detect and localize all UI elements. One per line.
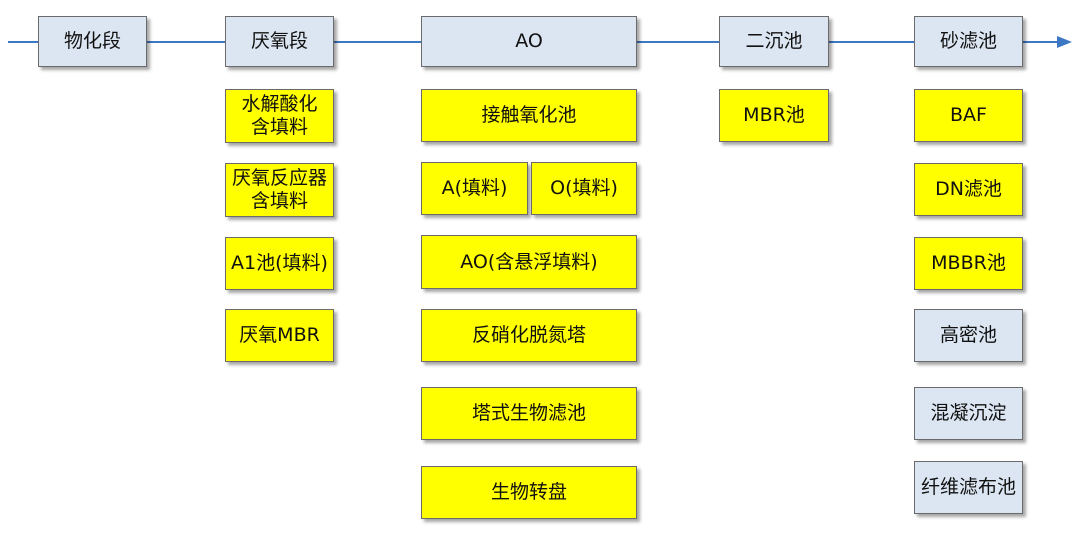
stage-secondary-clarifier: 二沉池 bbox=[719, 16, 829, 67]
option-coagulation-sedimentation: 混凝沉淀 bbox=[914, 387, 1023, 440]
option-tower-biofilter: 塔式生物滤池 bbox=[421, 387, 637, 440]
option-anaerobic-reactor: 厌氧反应器 含填料 bbox=[225, 163, 334, 217]
option-a-fill: A(填料) bbox=[421, 162, 528, 215]
option-a1-tank: A1池(填料) bbox=[225, 237, 334, 290]
option-fiber-cloth-filter: 纤维滤布池 bbox=[914, 461, 1023, 514]
option-anaerobic-mbr: 厌氧MBR bbox=[225, 309, 334, 362]
arrow-head-icon bbox=[1057, 36, 1072, 48]
option-dn-filter: DN滤池 bbox=[914, 163, 1023, 216]
option-denitrification-tower: 反硝化脱氮塔 bbox=[421, 309, 637, 362]
option-contact-oxidation: 接触氧化池 bbox=[421, 89, 637, 142]
option-mbbr-tank: MBBR池 bbox=[914, 237, 1023, 290]
stage-sand-filter: 砂滤池 bbox=[914, 16, 1023, 67]
option-o-fill: O(填料) bbox=[531, 162, 637, 215]
stage-physchem: 物化段 bbox=[38, 16, 147, 67]
option-rotating-biodisc: 生物转盘 bbox=[421, 466, 637, 519]
stage-ao: AO bbox=[421, 16, 637, 67]
option-mbr-tank: MBR池 bbox=[719, 89, 829, 142]
stage-anaerobic: 厌氧段 bbox=[225, 16, 334, 67]
option-high-density-clarifier: 高密池 bbox=[914, 309, 1023, 362]
option-baf: BAF bbox=[914, 89, 1023, 142]
option-ao-suspended-fill: AO(含悬浮填料) bbox=[421, 235, 637, 289]
option-hydrolysis-acidification: 水解酸化 含填料 bbox=[225, 89, 334, 143]
